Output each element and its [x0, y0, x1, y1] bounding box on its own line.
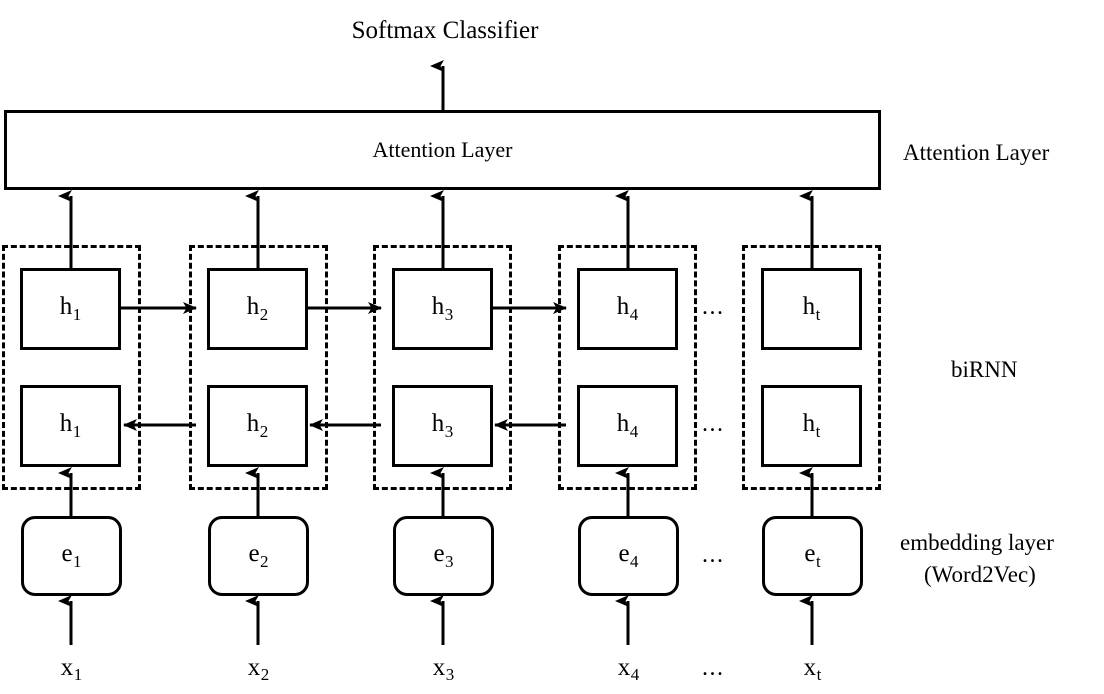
arrows-input-to-embedding [58, 595, 814, 645]
backward-hidden-box-3[interactable]: h3 [392, 385, 493, 467]
embedding-box-2[interactable]: e2 [208, 516, 309, 596]
ellipsis-backward-hidden: ... [702, 411, 725, 437]
embedding-box-1[interactable]: e1 [21, 516, 122, 596]
stems-hidden-to-arrow [69, 240, 814, 268]
embedding-box-3[interactable]: e3 [393, 516, 494, 596]
forward-hidden-box-4[interactable]: h4 [577, 268, 678, 350]
backward-hidden-label-1: h1 [59, 410, 82, 441]
forward-hidden-label-4: h4 [616, 293, 639, 324]
birnn-group-3 [373, 245, 512, 490]
embedding-box-t[interactable]: et [762, 516, 863, 596]
birnn-group-t [742, 245, 881, 490]
backward-hidden-label-t: ht [802, 410, 821, 441]
side-label-embedding-line1: embedding layer [900, 530, 1054, 555]
backward-hidden-box-2[interactable]: h2 [207, 385, 308, 467]
attention-layer-box-label: Attention Layer [372, 137, 513, 162]
forward-hidden-box-3[interactable]: h3 [392, 268, 493, 350]
input-label-2: x2 [247, 654, 270, 685]
backward-hidden-label-3: h3 [431, 410, 454, 441]
input-label-3: x3 [432, 654, 455, 685]
forward-hidden-box-2[interactable]: h2 [207, 268, 308, 350]
backward-hidden-label-2: h2 [246, 410, 269, 441]
forward-hidden-label-t: ht [802, 293, 821, 324]
page-title: Softmax Classifier [351, 17, 539, 44]
side-label-attention: Attention Layer [903, 140, 1050, 165]
birnn-group-2 [189, 245, 328, 490]
forward-hidden-box-1[interactable]: h1 [20, 268, 121, 350]
birnn-group-4 [558, 245, 697, 490]
backward-hidden-label-4: h4 [616, 410, 639, 441]
embedding-label-t: et [804, 540, 821, 571]
forward-hidden-label-3: h3 [431, 293, 454, 324]
embedding-label-3: e3 [433, 540, 454, 571]
embedding-box-4[interactable]: e4 [578, 516, 679, 596]
backward-hidden-box-1[interactable]: h1 [20, 385, 121, 467]
stems-hidden-to-embedding [69, 490, 814, 516]
embedding-label-2: e2 [248, 540, 269, 571]
backward-hidden-box-t[interactable]: ht [761, 385, 862, 467]
attention-layer-box[interactable]: Attention Layer [4, 110, 881, 190]
embedding-label-1: e1 [61, 540, 82, 571]
ellipsis-embedding: ... [702, 542, 725, 568]
side-label-embedding-line2: (Word2Vec) [924, 562, 1036, 587]
ellipsis-input: ... [702, 655, 725, 681]
forward-hidden-label-1: h1 [59, 293, 82, 324]
embedding-label-4: e4 [618, 540, 639, 571]
input-label-t: xt [803, 654, 822, 685]
side-label-birnn: biRNN [951, 357, 1018, 382]
input-label-1: x1 [60, 654, 83, 685]
birnn-group-1 [2, 245, 141, 490]
forward-hidden-box-t[interactable]: ht [761, 268, 862, 350]
input-label-4: x4 [617, 654, 640, 685]
backward-hidden-box-4[interactable]: h4 [577, 385, 678, 467]
forward-hidden-label-2: h2 [246, 293, 269, 324]
ellipsis-forward-hidden: ... [702, 294, 725, 320]
